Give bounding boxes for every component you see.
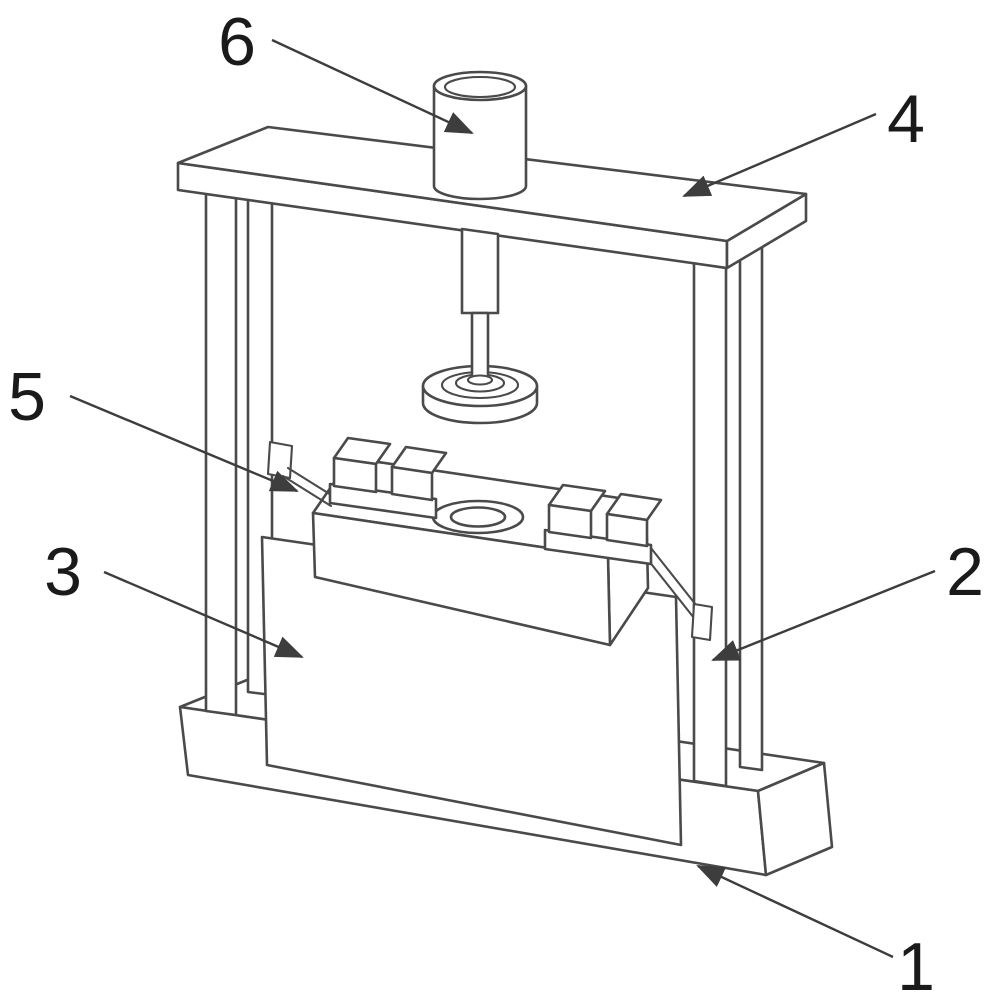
- left-clamp-pivot-plate: [266, 440, 294, 480]
- left-clamp: [266, 436, 448, 520]
- label-4: 4: [887, 81, 925, 157]
- block-front-face: [311, 511, 612, 647]
- rear-right-column: [738, 228, 764, 772]
- right-clamp-pivot-plate: [690, 602, 714, 642]
- leader-line-1: [696, 864, 894, 959]
- leader-lines: [69, 38, 936, 959]
- ram-upper-rod: [460, 227, 500, 315]
- label-6: 6: [218, 4, 256, 80]
- block-hole-inner: [449, 506, 507, 528]
- label-5: 5: [8, 359, 46, 435]
- leader-line-2: [711, 569, 936, 662]
- wheel-hub: [466, 374, 494, 386]
- cylinder-top-inner-rim: [443, 75, 517, 99]
- leader-line-6: [271, 38, 474, 135]
- base-right-face: [756, 761, 834, 877]
- label-2: 2: [946, 534, 984, 610]
- press-ram: [421, 227, 539, 425]
- label-1: 1: [897, 929, 935, 1000]
- ram-lower-rod: [470, 311, 490, 380]
- drive-cylinder: [432, 70, 528, 201]
- right-clamp: [543, 483, 714, 642]
- left-clamp-tab1-front: [332, 456, 378, 494]
- leader-line-5: [69, 394, 299, 493]
- leader-line-3: [103, 570, 304, 659]
- front-right-column: [692, 261, 728, 788]
- right-clamp-tab2-front: [605, 512, 649, 548]
- right-clamp-link-1: [645, 541, 702, 612]
- leader-line-4: [682, 112, 877, 198]
- figure-labels: 1 2 3 4 5 6: [8, 4, 984, 1000]
- label-3: 3: [44, 534, 82, 610]
- left-clamp-tab2-front: [390, 465, 434, 502]
- right-clamp-tab1-front: [547, 503, 593, 540]
- cylinder-body: [432, 84, 528, 201]
